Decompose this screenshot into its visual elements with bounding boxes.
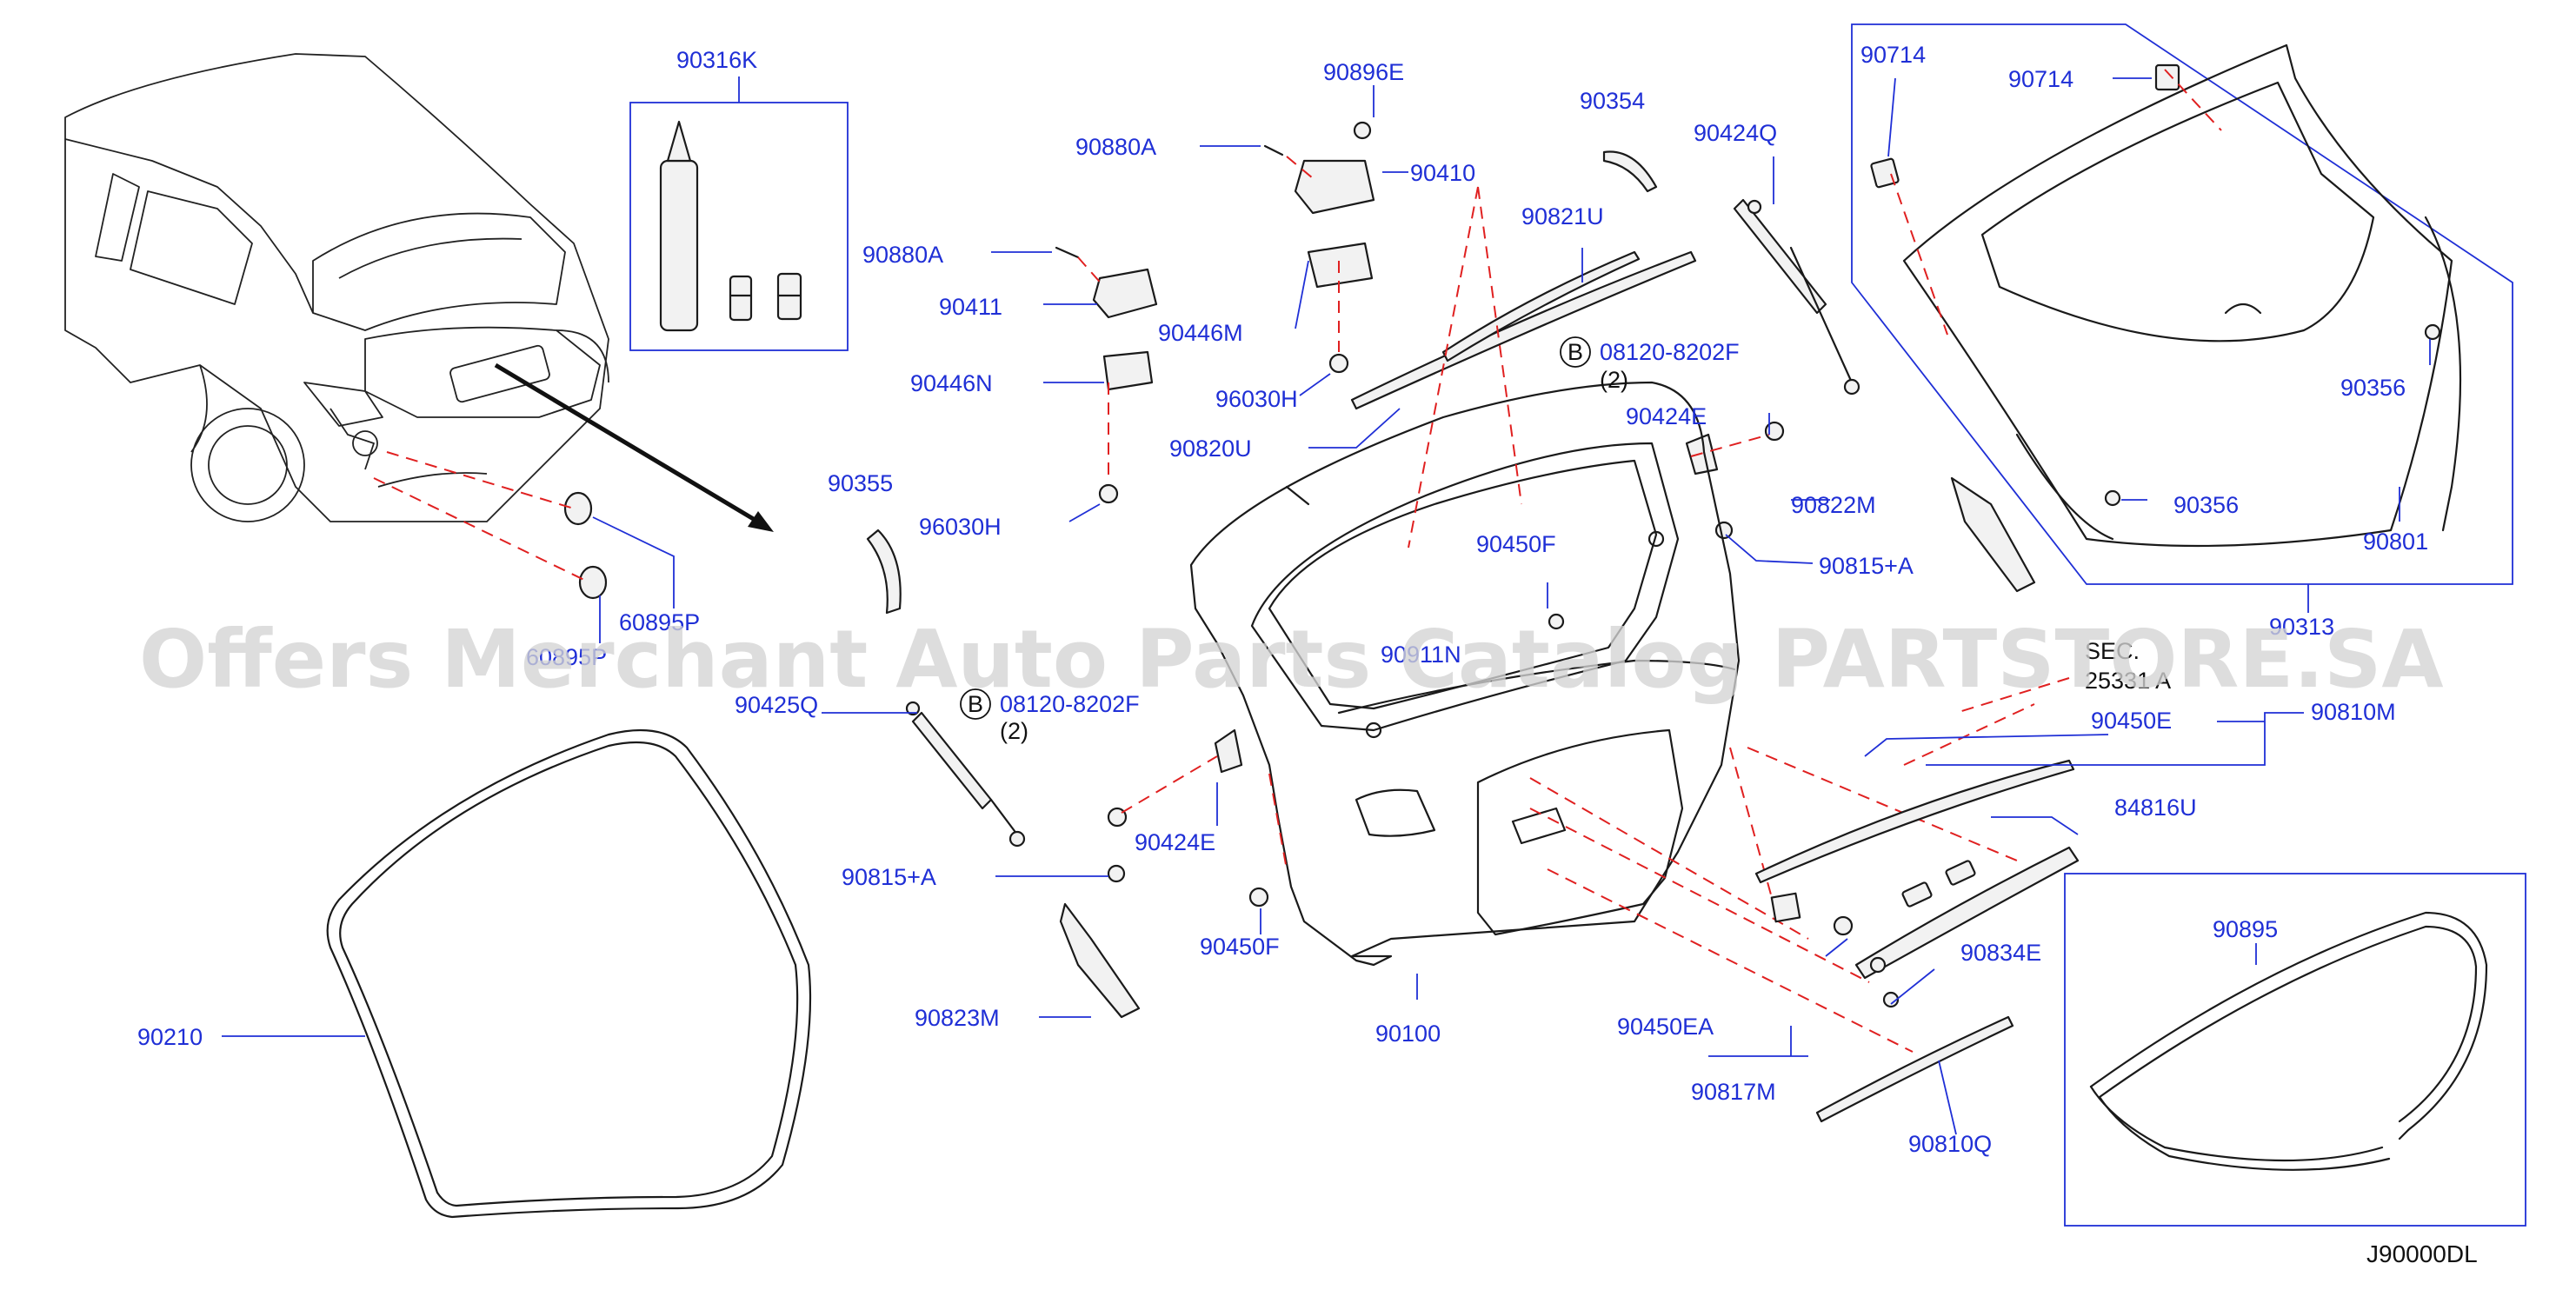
label-90896E: 90896E — [1323, 59, 1404, 85]
back-window-glass — [1851, 23, 2513, 613]
back-door-panel — [1189, 381, 1741, 1000]
label-90880A-top: 90880A — [1075, 134, 1156, 160]
label-90817M: 90817M — [1691, 1079, 1776, 1105]
label-90411: 90411 — [939, 294, 1002, 320]
label-84816U: 84816U — [2114, 795, 2197, 821]
label-90895: 90895 — [2213, 916, 2278, 942]
label-90100: 90100 — [1375, 1021, 1441, 1047]
cap-plugs — [373, 451, 675, 643]
bolt-marker-a: B — [1568, 339, 1583, 365]
door-brackets — [866, 413, 2036, 1019]
label-90820U: 90820U — [1169, 436, 1252, 462]
diagram-code: J90000DL — [2366, 1240, 2478, 1267]
label-96030H-a: 96030H — [1215, 386, 1298, 412]
label-90424E-a: 90424E — [1626, 403, 1707, 429]
label-60895P-b: 60895P — [526, 644, 607, 670]
label-90834E: 90834E — [1960, 940, 2041, 966]
window-seal-box — [2064, 873, 2526, 1227]
label-08120-8202F-a: 08120-8202F — [1600, 339, 1740, 365]
label-90821U: 90821U — [1521, 203, 1604, 229]
label-90815A-b: 90815+A — [842, 864, 936, 890]
spoiler-parts — [1308, 150, 1697, 449]
garnish-finishers — [1708, 712, 2304, 1135]
label-90810Q: 90810Q — [1908, 1131, 1992, 1157]
label-90822M: 90822M — [1791, 492, 1876, 518]
label-90450EA: 90450EA — [1617, 1014, 1714, 1040]
section-ref-line2: 25331 A — [2085, 668, 2171, 694]
hinge-assemblies — [991, 85, 1408, 522]
label-90446M: 90446M — [1158, 320, 1243, 346]
bolt-marker-circle-a — [1560, 336, 1591, 368]
label-96030H-b: 96030H — [919, 514, 1002, 540]
reference-lines — [1268, 186, 2070, 1053]
label-90425Q: 90425Q — [735, 692, 818, 718]
weatherstrip-seal — [222, 728, 812, 1219]
label-90823M: 90823M — [915, 1005, 1000, 1031]
label-90880A: 90880A — [862, 242, 943, 268]
bolt-marker-b: B — [968, 691, 983, 717]
label-90450F-a: 90450F — [1476, 531, 1556, 557]
label-08120-8202F-b: 08120-8202F — [1000, 691, 1140, 717]
label-bolt-qty-a: (2) — [1600, 367, 1628, 393]
vehicle-illustration — [64, 53, 774, 532]
label-90446N: 90446N — [910, 370, 993, 396]
label-90815A-a: 90815+A — [1819, 553, 1914, 579]
label-90356-b: 90356 — [2173, 492, 2239, 518]
label-90714-b: 90714 — [2008, 66, 2073, 92]
label-90210: 90210 — [137, 1024, 203, 1050]
sealant-kit-box — [629, 76, 849, 351]
label-90911N: 90911N — [1381, 642, 1461, 668]
label-90354: 90354 — [1580, 88, 1645, 114]
label-90316K: 90316K — [676, 47, 757, 73]
label-90810M: 90810M — [2311, 699, 2396, 725]
label-90356-a: 90356 — [2340, 375, 2406, 401]
bolt-marker-circle-b — [960, 688, 991, 720]
label-90450E: 90450E — [2091, 708, 2172, 734]
gas-struts — [822, 156, 1860, 848]
label-90801: 90801 — [2363, 529, 2428, 555]
label-90450F-b: 90450F — [1200, 934, 1280, 960]
label-60895P-a: 60895P — [619, 609, 700, 635]
label-90355: 90355 — [828, 470, 893, 496]
section-ref-line1: SEC. — [2085, 638, 2140, 664]
label-90410: 90410 — [1410, 160, 1475, 186]
watermark: Offers Merchant Auto Parts Catalog PARTS… — [139, 613, 2444, 706]
label-90424Q: 90424Q — [1694, 120, 1777, 146]
part-labels: 90316K 90896E 90880A 90410 90354 90424Q … — [137, 42, 2478, 1267]
label-90714-a: 90714 — [1860, 42, 1926, 68]
label-90313: 90313 — [2269, 614, 2334, 640]
label-90424E-b: 90424E — [1135, 829, 1215, 855]
label-bolt-qty-b: (2) — [1000, 718, 1028, 744]
